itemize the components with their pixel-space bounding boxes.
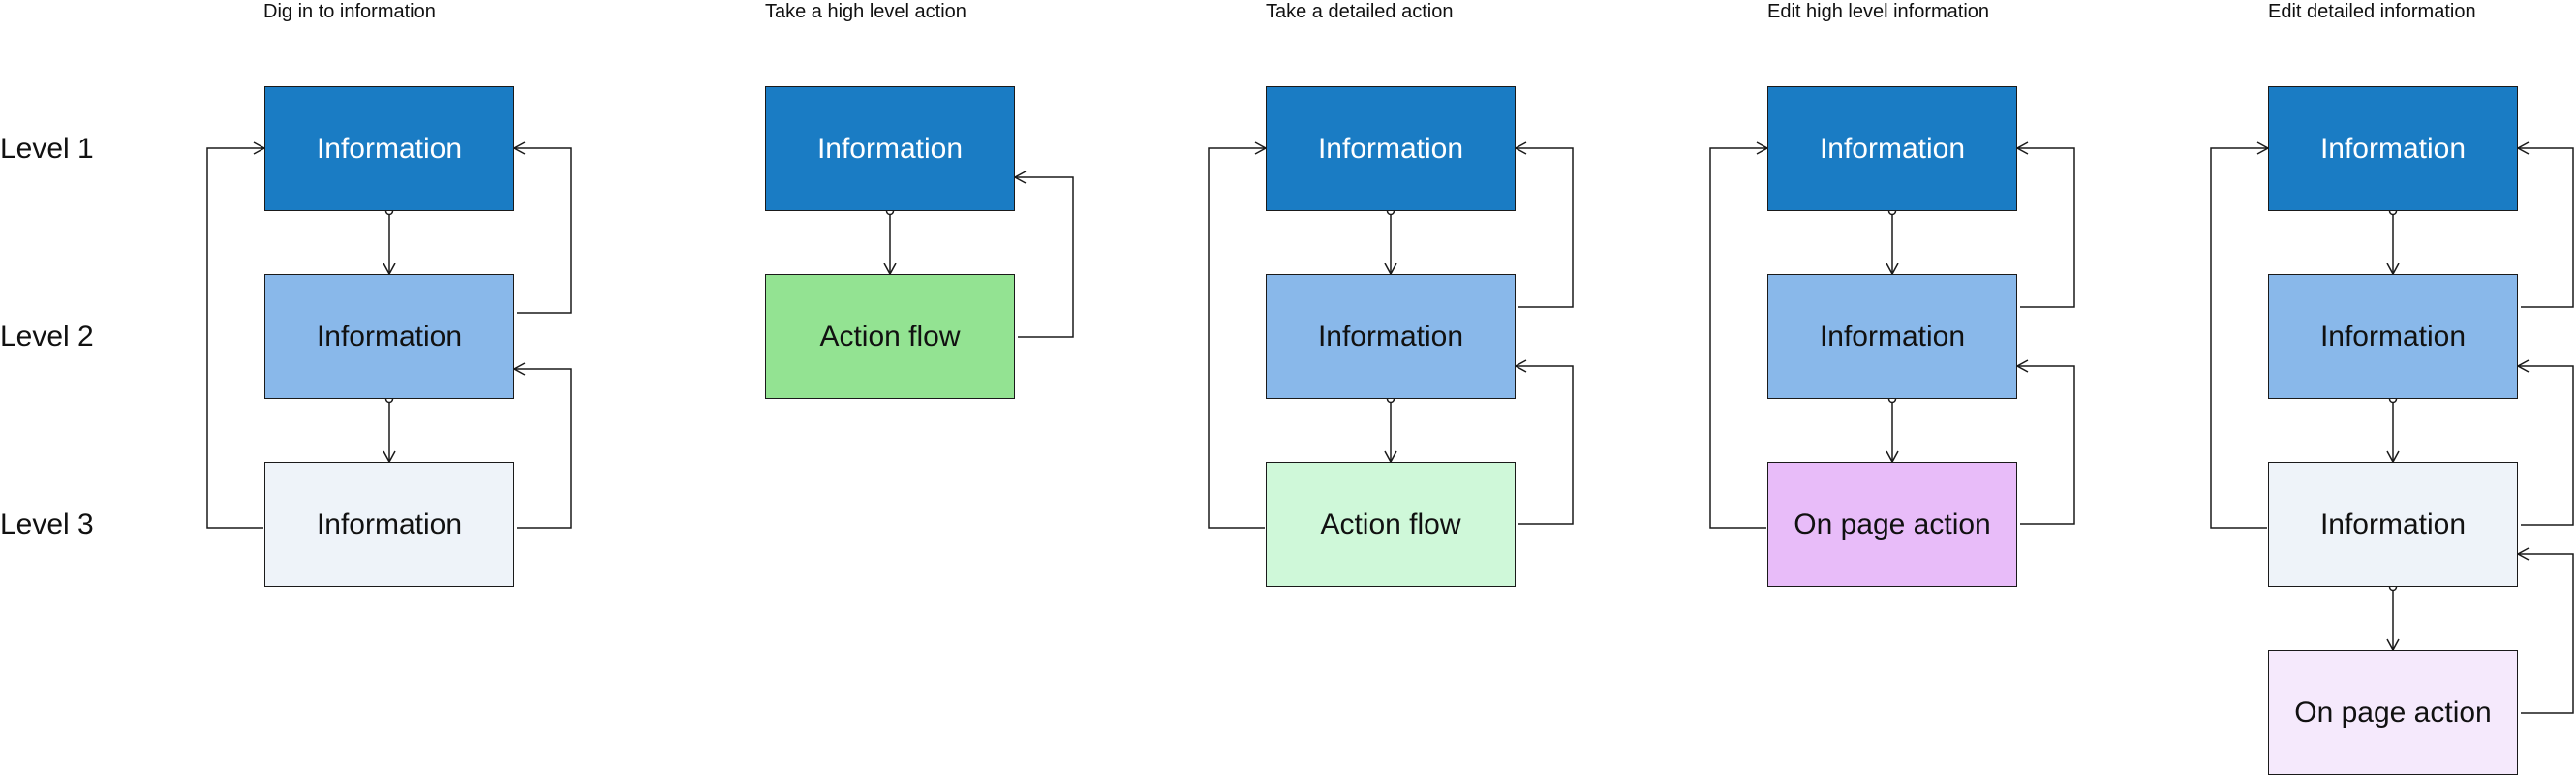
col5-right-loop-arrow-upper — [2516, 141, 2574, 308]
column-title-dig-in: Dig in to information — [263, 1, 436, 22]
col5-right-loop-arrow-middle — [2516, 359, 2574, 526]
col1-right-loop-arrow-upper — [512, 141, 572, 314]
column-title-high-level-action: Take a high level action — [765, 1, 966, 22]
col4-level2-box: Information — [1767, 274, 2017, 399]
level-2-label: Level 2 — [0, 321, 94, 353]
col2-right-loop-arrow — [1013, 170, 1074, 338]
col4-level3-box: On page action — [1767, 462, 2017, 587]
col3-level3-box: Action flow — [1266, 462, 1516, 587]
col3-level1-box: Information — [1266, 86, 1516, 211]
col5-level3-box: Information — [2268, 462, 2518, 587]
col5-level2-box: Information — [2268, 274, 2518, 399]
col1-level3-box: Information — [264, 462, 514, 587]
col1-level1-box: Information — [264, 86, 514, 211]
col1-level2-box: Information — [264, 274, 514, 399]
col2-level1-box: Information — [765, 86, 1015, 211]
col4-level1-box: Information — [1767, 86, 2017, 211]
column-title-edit-high-level: Edit high level information — [1767, 1, 1990, 22]
col3-left-loop-arrow — [1208, 141, 1268, 529]
col3-right-loop-arrow-lower — [1514, 359, 1574, 525]
level-3-label: Level 3 — [0, 509, 94, 541]
col5-level1-box: Information — [2268, 86, 2518, 211]
col3-right-loop-arrow-upper — [1514, 141, 1574, 308]
col5-left-loop-arrow — [2210, 141, 2270, 529]
col1-right-loop-arrow-lower — [512, 362, 572, 529]
column-title-edit-detailed: Edit detailed information — [2268, 1, 2476, 22]
col1-left-loop-arrow — [206, 141, 266, 529]
level-1-label: Level 1 — [0, 133, 94, 165]
col5-level4-box: On page action — [2268, 650, 2518, 775]
col4-left-loop-arrow — [1709, 141, 1769, 529]
col2-level2-box: Action flow — [765, 274, 1015, 399]
column-title-detailed-action: Take a detailed action — [1266, 1, 1454, 22]
col4-right-loop-arrow-lower — [2015, 359, 2075, 525]
col5-right-loop-arrow-lower — [2516, 547, 2574, 714]
col3-level2-box: Information — [1266, 274, 1516, 399]
col4-right-loop-arrow-upper — [2015, 141, 2075, 308]
